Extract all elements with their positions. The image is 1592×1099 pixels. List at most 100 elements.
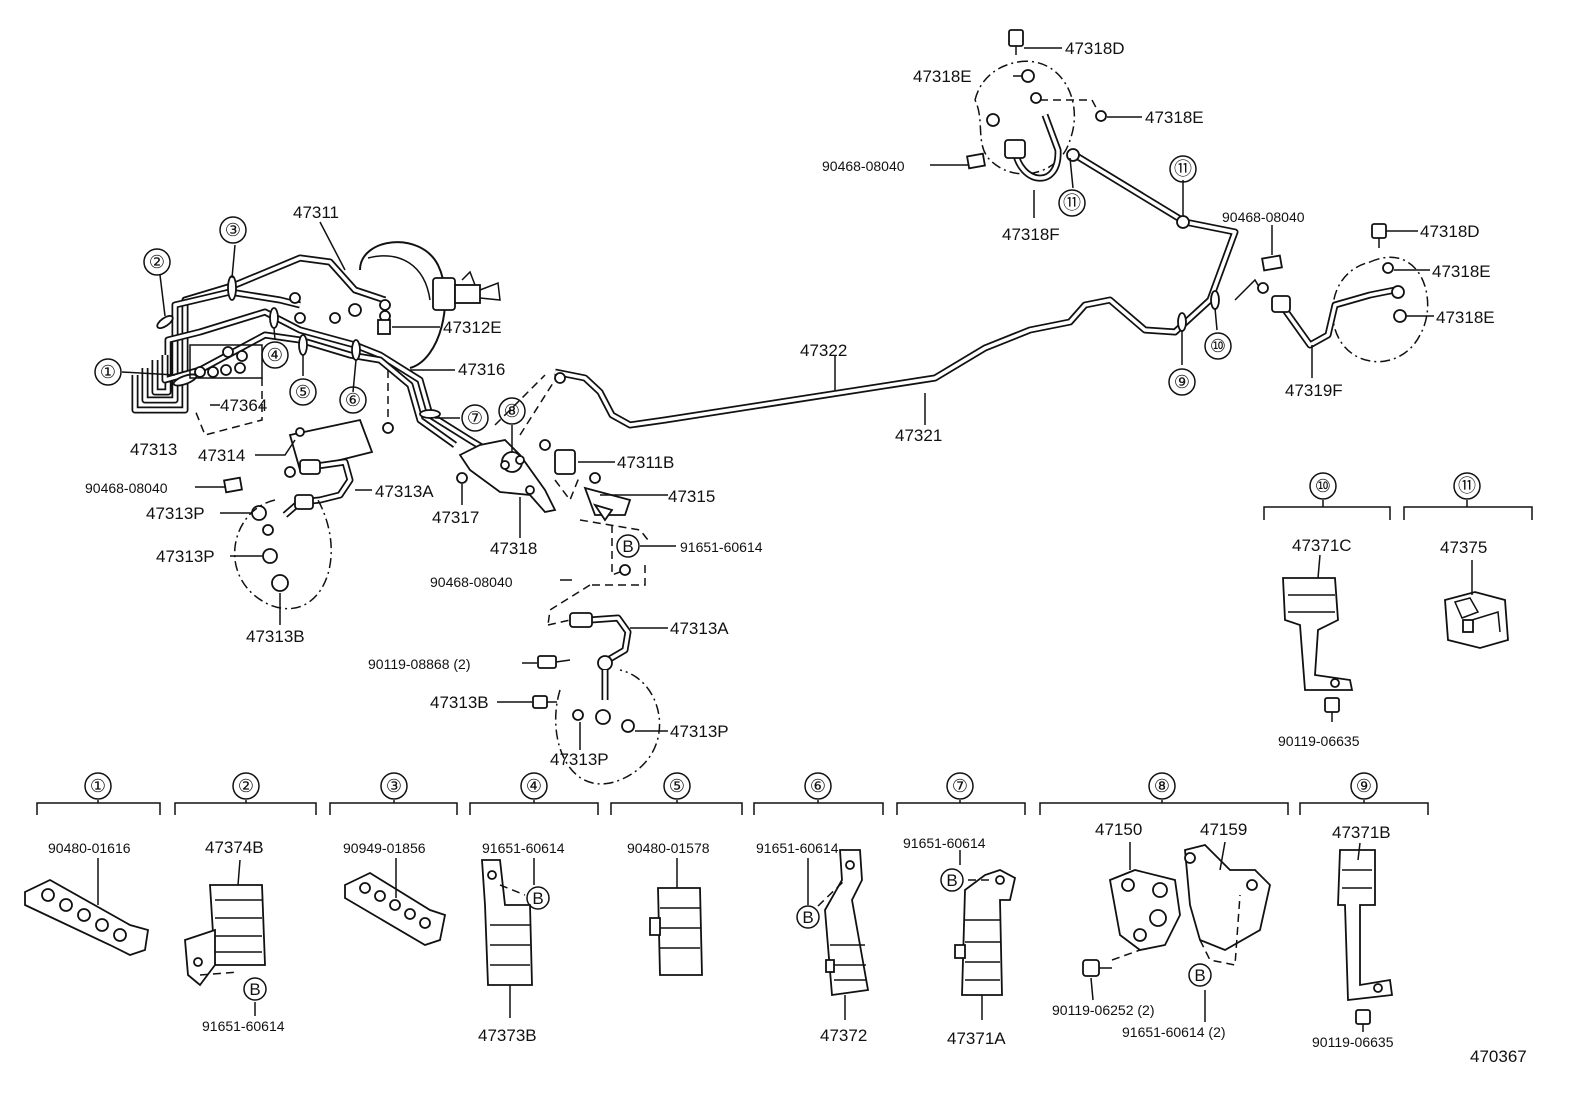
callout-numbers: ① ② ③ ④ ⑤ ⑥ ⑦ ⑧ ⑨ ⑩ ⑪ ⑪: [100, 159, 1226, 428]
callout-2: ②: [149, 252, 165, 272]
group-8-part-2: 90119-06252 (2): [1052, 1002, 1154, 1018]
mid-hose: [532, 584, 661, 785]
group-2-part-1: 91651-60614: [202, 1018, 285, 1034]
group-9-part-0: 47371B: [1332, 823, 1391, 842]
group-6-clamp: [807, 849, 870, 1020]
group-7-num: ⑦: [952, 776, 968, 796]
group-3-num: ③: [386, 776, 402, 796]
drawing-number: 470367: [1470, 1047, 1527, 1066]
b-mark-1: B: [622, 537, 633, 556]
label-47317: 47317: [432, 508, 479, 527]
callout-9: ⑨: [1174, 372, 1190, 392]
group-1-part-0: 90480-01616: [48, 840, 131, 856]
group-8-valve: [1082, 841, 1271, 1022]
b-letters: B B B B B B: [249, 537, 1205, 999]
callout-7: ⑦: [467, 408, 483, 428]
label-90468-mid: 90468-08040: [430, 574, 513, 590]
group-3-part-0: 90949-01856: [343, 840, 426, 856]
label-47321: 47321: [895, 426, 942, 445]
left-front-hose: [223, 458, 354, 610]
main-brake-line: [554, 148, 1263, 429]
label-90468-left: 90468-08040: [85, 480, 168, 496]
leader-lines: [121, 47, 1434, 750]
group-9-part-1: 90119-06635: [1312, 1034, 1394, 1050]
group-10-bracket: [1282, 554, 1354, 722]
group-5-part-0: 90480-01578: [627, 840, 710, 856]
group-3-clamp: [344, 858, 447, 946]
group-11-clamp: [1444, 560, 1509, 649]
group-10-num: ⑩: [1315, 476, 1331, 496]
label-47313A-left: 47313A: [375, 482, 434, 501]
label-47313B-left: 47313B: [246, 627, 305, 646]
group-11-part-0: 47375: [1440, 538, 1487, 557]
group-6-part-0: 91651-60614: [756, 840, 839, 856]
group-9-bracket: [1337, 842, 1394, 1032]
callout-4: ④: [267, 345, 283, 365]
group-7-part-0: 91651-60614: [903, 835, 986, 851]
group-9-num: ⑨: [1356, 776, 1372, 796]
group-2-clamp: [184, 859, 266, 1016]
group-4-num: ④: [526, 776, 542, 796]
group-brackets: [36, 500, 1533, 815]
label-47313P-mid2: 47313P: [550, 750, 609, 769]
callout-6: ⑥: [345, 390, 361, 410]
clamp-9: [1177, 312, 1187, 332]
b-mark-6: B: [1194, 966, 1205, 985]
callout-1: ①: [100, 362, 116, 382]
label-91651-mid: 91651-60614: [680, 539, 763, 555]
label-90119-08868: 90119-08868 (2): [368, 656, 470, 672]
group-7-clamp: [954, 850, 1017, 1020]
group-4-clamp: [481, 858, 535, 1018]
label-47312E: 47312E: [443, 318, 502, 337]
group-6-num: ⑥: [810, 776, 826, 796]
label-47318E-top-left: 47318E: [913, 67, 972, 86]
group-5-clamp: [649, 858, 703, 976]
label-47318E-right2: 47318E: [1436, 308, 1495, 327]
group-6-part-1: 47372: [820, 1026, 867, 1045]
group-8-part-0: 47150: [1095, 820, 1142, 839]
group-10-part-0: 47371C: [1292, 536, 1352, 555]
label-47318D-right: 47318D: [1420, 222, 1480, 241]
label-47318: 47318: [490, 539, 537, 558]
callout-10: ⑩: [1210, 336, 1226, 356]
rear-side-assembly: [1257, 223, 1429, 363]
label-47311B: 47311B: [617, 453, 674, 472]
group-8-num: ⑧: [1154, 776, 1170, 796]
clamp-11-mid: [1176, 215, 1190, 229]
group-labels: ① 90480-01616 ② 47374B 91651-60614 ③ 909…: [48, 476, 1487, 1050]
label-90468-right: 90468-08040: [1222, 209, 1305, 225]
label-47313: 47313: [130, 440, 177, 459]
callout-11a: ⑪: [1174, 159, 1192, 179]
group-7-part-1: 47371A: [947, 1029, 1006, 1048]
callout-8: ⑧: [504, 401, 520, 421]
b-mark-2: B: [249, 980, 260, 999]
label-47364: 47364: [220, 396, 267, 415]
label-47313B-mid: 47313B: [430, 693, 489, 712]
group-4-part-1: 47373B: [478, 1026, 537, 1045]
label-47313P-left1: 47313P: [146, 504, 205, 523]
clamp-10: [1210, 290, 1220, 310]
label-47319F: 47319F: [1285, 381, 1343, 400]
label-47314: 47314: [198, 446, 245, 465]
group-5-num: ⑤: [669, 776, 685, 796]
label-47311: 47311: [293, 203, 339, 222]
b-mark-4: B: [802, 908, 813, 927]
group-2-part-0: 47374B: [205, 838, 264, 857]
group-11-num: ⑪: [1458, 476, 1476, 496]
group-10-part-1: 90119-06635: [1278, 733, 1360, 749]
callout-11b: ⑪: [1063, 193, 1081, 213]
group-1-num: ①: [90, 776, 106, 796]
label-47313P-mid1: 47313P: [670, 722, 729, 741]
callout-circles: [84, 155, 1481, 800]
brake-booster: [359, 241, 501, 369]
label-47316: 47316: [458, 360, 505, 379]
group-8-part-3: 91651-60614 (2): [1122, 1024, 1226, 1040]
rear-top-assembly: [966, 29, 1107, 182]
label-90468-top: 90468-08040: [822, 158, 905, 174]
group-8-part-1: 47159: [1200, 820, 1247, 839]
clamp-11-top: [1066, 148, 1080, 162]
label-47318E-right1: 47318E: [1432, 262, 1491, 281]
label-47318E-top-right: 47318E: [1145, 108, 1204, 127]
group-1-clamp: [24, 858, 150, 956]
